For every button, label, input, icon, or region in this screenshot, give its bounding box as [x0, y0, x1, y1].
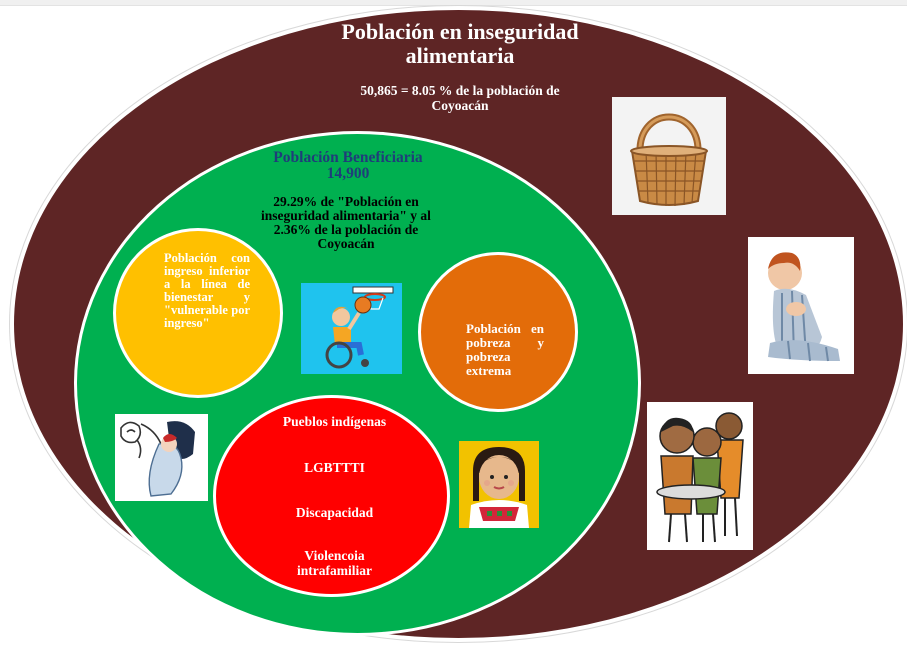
- basket-icon: [612, 97, 726, 215]
- income-group-circle: [113, 228, 283, 398]
- vulnerable-item-indigenous: Pueblos indígenas: [282, 414, 387, 429]
- beneficiary-stat-line3: 2.36% de la población de: [273, 222, 419, 237]
- beneficiary-title-line1: Población Beneficiaria: [273, 149, 423, 166]
- vulnerable-item-disability: Discapacidad: [295, 505, 374, 520]
- beneficiary-stat-line2: inseguridad alimentaria" y al: [261, 208, 431, 223]
- vulnerable-item-lgbttti: LGBTTTI: [304, 460, 365, 475]
- food-insecurity-stat: 50,865 = 8.05 % de la población de Coyoa…: [320, 83, 600, 113]
- poverty-group-label: Población en pobreza y pobreza extrema: [466, 321, 544, 378]
- domestic-violence-icon: [115, 414, 208, 501]
- top-border: [0, 0, 907, 6]
- food-insecurity-stat-line1: 50,865 = 8.05 % de la población de: [360, 83, 560, 98]
- beneficiary-stat-line4: Coyoacán: [317, 236, 375, 251]
- indigenous-girl-icon: [459, 441, 539, 528]
- food-insecurity-stat-line2: Coyoacán: [431, 98, 489, 113]
- wheelchair-basketball-icon: [301, 283, 402, 374]
- sad-boy-icon: [748, 237, 854, 374]
- beneficiary-title: Población Beneficiaria 14,900: [238, 150, 458, 182]
- beneficiary-stat: 29.29% de "Población en inseguridad alim…: [246, 195, 446, 251]
- food-insecurity-title: Población en inseguridad alimentaria: [341, 19, 579, 68]
- income-group-label: Población con ingreso inferior a la líne…: [164, 251, 250, 330]
- hungry-children-icon: [647, 402, 753, 550]
- poverty-group-circle: [418, 252, 578, 412]
- beneficiary-stat-line1: 29.29% de "Población en: [273, 194, 419, 209]
- vulnerable-groups-circle: Pueblos indígenas LGBTTTI Discapacidad V…: [213, 395, 450, 597]
- beneficiary-count: 14,900: [326, 165, 370, 182]
- vulnerable-item-domestic-violence: Violencoia intrafamiliar: [297, 548, 372, 578]
